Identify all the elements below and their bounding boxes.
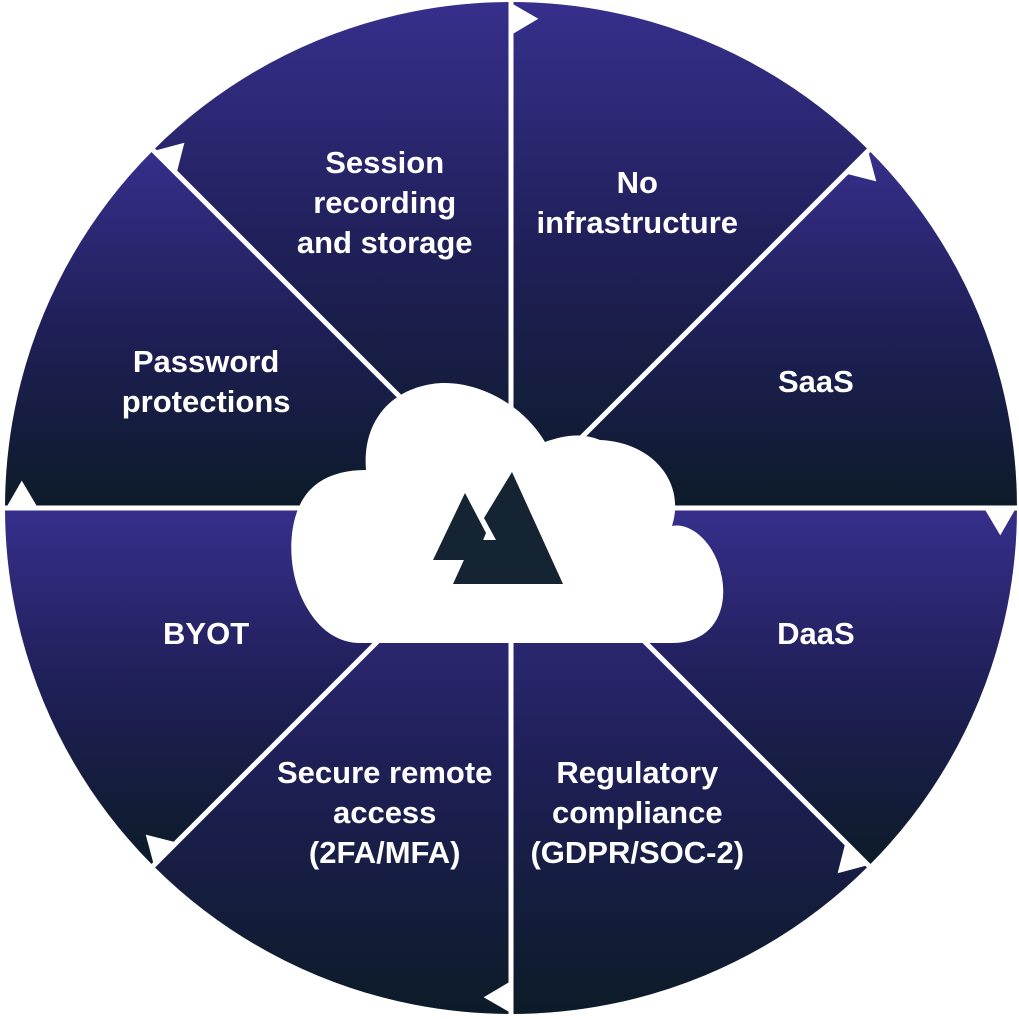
segment-label-password-protections: Password protections: [121, 343, 291, 419]
arrow-icon: [155, 142, 185, 172]
segment-label-saas: SaaS: [777, 363, 854, 399]
arrow-icon: [984, 509, 1015, 536]
segment-session-recording: [153, 2, 511, 508]
segment-label-daas: DaaS: [777, 616, 855, 652]
segment-no-infrastructure: [511, 2, 869, 508]
arrow-icon: [847, 152, 877, 182]
arrow-icon: [483, 981, 510, 1012]
arrow-icon: [145, 834, 175, 864]
segment-label-secure-remote-access: Secure remote access (2FA/MFA): [277, 754, 493, 870]
mountain-logo-icon: [433, 472, 563, 584]
segment-saas: [511, 150, 1017, 508]
segment-label-regulatory-compliance: Regulatory compliance (GDPR/SOC-2): [530, 754, 745, 870]
segment-label-byot: BYOT: [163, 616, 250, 652]
arrow-icon: [7, 480, 38, 507]
arrow-icon: [512, 4, 539, 35]
wheel-arrows: [7, 4, 1015, 1012]
arrow-icon: [837, 844, 867, 874]
segment-label-session-recording: Session recording and storage: [296, 145, 473, 261]
segment-label-no-infrastructure: No infrastructure: [536, 165, 739, 241]
